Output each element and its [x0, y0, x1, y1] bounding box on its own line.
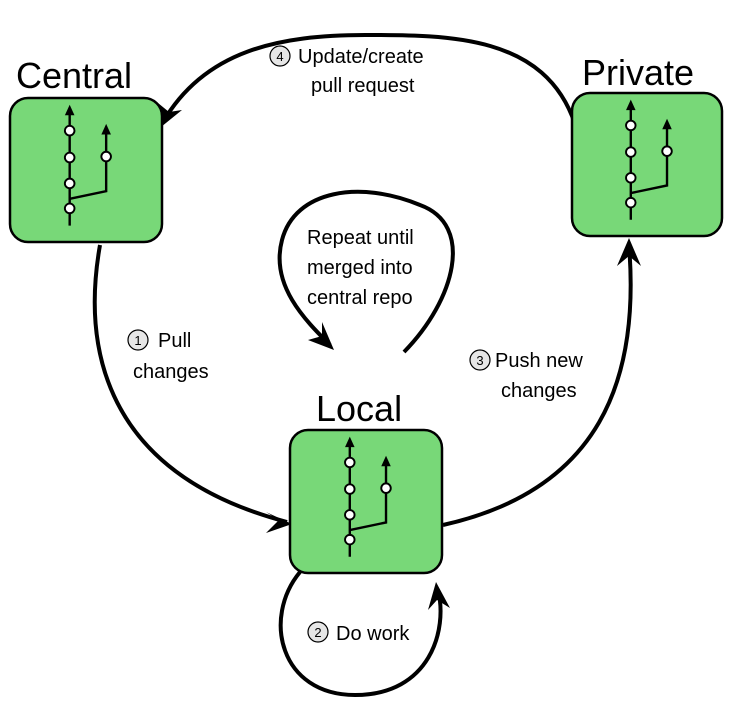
loop-do-work: [278, 570, 443, 698]
loop-repeat: [277, 189, 455, 354]
step-2-number: 2: [314, 625, 321, 640]
private-repo-box: [570, 91, 724, 238]
step-4-badge: [269, 45, 291, 67]
repeat-line3: central repo: [307, 287, 413, 309]
repeat-line2: merged into: [307, 257, 413, 279]
step-3-number: 3: [476, 353, 483, 368]
repeat-line1: Repeat until: [307, 227, 414, 249]
arrowhead-private: [617, 238, 641, 266]
private-title: Private: [582, 52, 694, 93]
step-4-line1: Update/create: [298, 46, 424, 68]
central-title: Central: [16, 55, 132, 96]
step-1-line2: changes: [133, 361, 209, 383]
step-1-badge: [127, 329, 149, 351]
step-1-number: 1: [134, 333, 141, 348]
step-3-line1: Push new: [495, 350, 583, 372]
step-2-badge: [307, 621, 329, 643]
local-repo-box: [288, 428, 444, 575]
step-3-line2: changes: [501, 380, 577, 402]
arrowhead-local-pull: [266, 512, 292, 533]
step-1-line1: Pull: [158, 330, 191, 352]
step-3-badge: [469, 349, 491, 371]
arc-central-to-local: [92, 244, 288, 524]
central-repo-box: [8, 96, 164, 244]
arc-local-to-private: [442, 244, 633, 527]
arrowhead-local-work: [428, 582, 450, 610]
step-4-line2: pull request: [311, 75, 415, 97]
step-4-number: 4: [276, 49, 283, 64]
arrowhead-central: [158, 103, 182, 127]
arc-private-to-central: [161, 32, 577, 125]
step-2-line1: Do work: [336, 623, 410, 645]
local-title: Local: [316, 388, 402, 429]
arrowhead-repeat: [308, 322, 334, 350]
